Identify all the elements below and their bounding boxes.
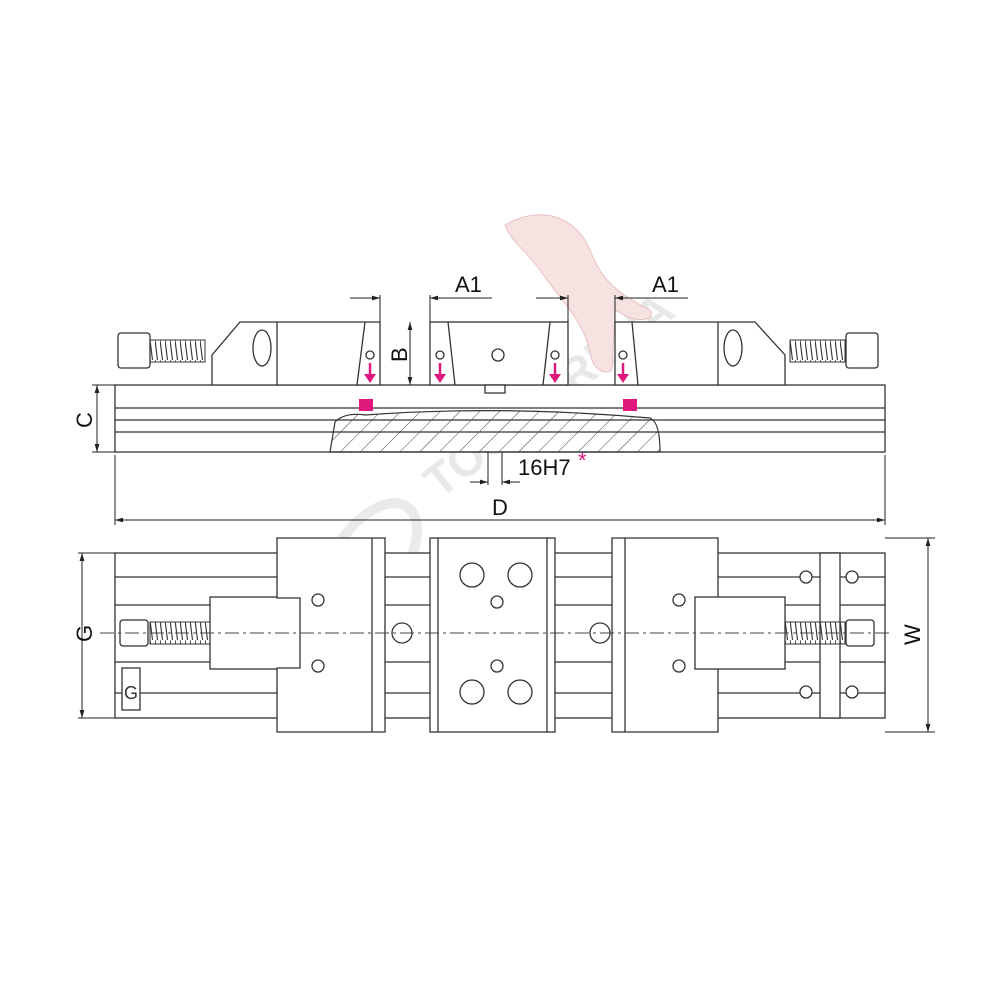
top-dimensions: G W	[72, 537, 935, 733]
dim-a1-right: A1	[652, 272, 679, 297]
brand-g-logo	[121, 667, 141, 711]
front-view	[114, 321, 886, 453]
svg-text:G: G	[124, 683, 138, 703]
dim-slot: 16H7	[518, 455, 571, 480]
dim-a1-left: A1	[455, 272, 482, 297]
front-dimensions: A1 A1 B C 16H7 * D	[72, 272, 886, 525]
hand-illustration	[504, 214, 652, 373]
dim-b: B	[387, 347, 412, 362]
dim-d: D	[492, 495, 508, 520]
dim-w: W	[900, 624, 925, 645]
dim-g: G	[72, 625, 97, 642]
dim-c: C	[72, 412, 97, 428]
top-view: G	[100, 537, 890, 733]
slot-note-mark: *	[578, 448, 587, 473]
clamping-arrows	[359, 363, 637, 411]
